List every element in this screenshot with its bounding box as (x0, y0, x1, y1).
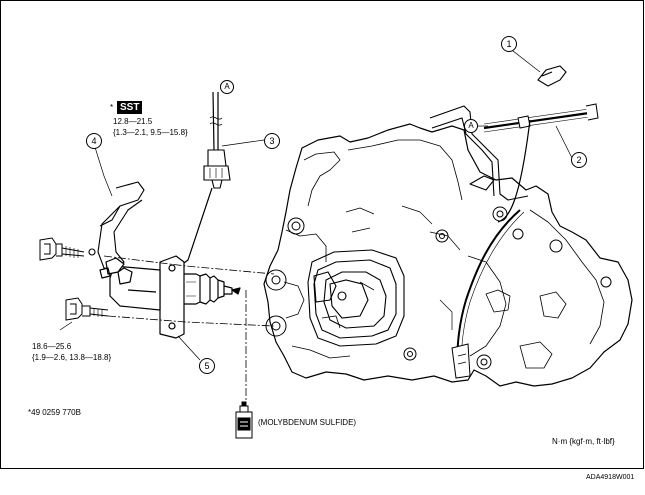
callout-2: 2 (571, 152, 587, 168)
bracket-bolt (39, 237, 85, 261)
pipe-support-bracket (429, 105, 529, 201)
sst-torque-nm: 12.8—21.5 (113, 117, 153, 126)
callout-5: 5 (199, 358, 215, 374)
cylinder-mounting-bolt (65, 297, 109, 321)
figure-id: ADA4918W001 (586, 474, 635, 481)
clutch-pipe (451, 103, 599, 379)
pipe-clip (537, 65, 567, 87)
sst-torque-other: {1.3—2.1, 9.5—15.8} (113, 128, 188, 137)
case-bosses (265, 206, 612, 370)
clutch-hose-fitting (149, 91, 231, 289)
tool-number: *49 0259 770B (28, 408, 81, 417)
clutch-release-cylinder (99, 255, 241, 339)
sst-star: * (110, 103, 114, 112)
installation-axes (103, 255, 275, 404)
callout-leaders (93, 46, 573, 361)
release-fork-boot (307, 249, 405, 347)
bolt-torque-other: {1.9—2.6, 13.8—18.8} (32, 353, 112, 362)
ref-marker-a-pipe: A (464, 119, 478, 133)
figure-border (0, 0, 644, 469)
ref-marker-a-top: A (220, 80, 234, 94)
bolt-torque-nm: 18.6—25.6 (32, 342, 72, 351)
grease-tube-icon (235, 401, 253, 439)
sst-badge: SST (117, 101, 143, 114)
torque-arrow (59, 321, 73, 331)
clutch-cylinder-bracket (88, 181, 145, 271)
callout-3: 3 (264, 133, 280, 149)
lubricant-label: (MOLYBDENUM SULFIDE) (258, 418, 357, 427)
torque-units: N·m {kgf·m, ft·lbf} (552, 437, 615, 446)
callout-1: 1 (501, 36, 517, 52)
callout-4: 4 (86, 133, 102, 149)
